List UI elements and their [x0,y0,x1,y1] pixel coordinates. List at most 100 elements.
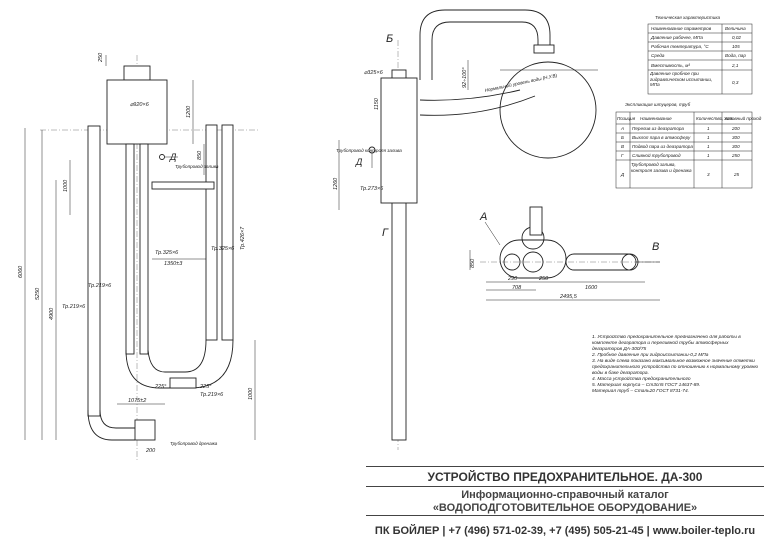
plan-body [499,239,567,279]
top-cap [123,65,151,81]
nozzle-header-dn: Условный проход [724,115,762,121]
housing-body [106,79,168,145]
overhead-arc-outer [419,9,551,80]
zaliv-valve-icon [159,154,165,160]
tech-row-value: 0,02 [732,35,741,40]
pipe-325-label: Тр.325×6 [155,250,179,256]
right-vertical-pipe-1 [205,124,218,341]
dim-225b: 225° [199,384,212,390]
nozzle-row-dn: 200 [731,126,740,131]
nozzle-row-name: Выхлоп пара в атмосферу [632,135,691,140]
tech-row-param: Рабочая температура, °С [651,44,709,49]
pipe-325-label-b: Тр.325×6 [211,246,235,252]
callout-d-front: Д [169,152,177,162]
callout-g: Г [382,227,389,239]
tech-row-value: 0,3 [732,80,739,85]
dim-1150: 1150 [374,97,380,110]
plan-top-pipe [529,206,543,236]
bottom-flange [169,377,197,389]
tech-row-param: Давление пробное при гидравлическом испы… [650,71,713,87]
dim-225a: 225° [154,384,167,390]
label-drain: Трубопровод дренажа [170,441,218,446]
nozzle-row-pos: В [621,144,624,149]
callout-b: Б [386,33,393,45]
side-housing [380,77,418,204]
dim-850: 850 [197,150,203,160]
catalog-title: Информационно-справочный каталог «ВОДОПО… [366,486,764,516]
main-title: УСТРОЙСТВО ПРЕДОХРАНИТЕЛЬНОЕ. ДА-300 [366,466,764,487]
nozzle-row-name: Трубопровод залива, контроля залива и др… [631,162,692,173]
dim-1260: 1260 [333,177,339,190]
tech-table-caption: Техническая характеристика [655,15,720,20]
title-block: УСТРОЙСТВО ПРЕДОХРАНИТЕЛЬНОЕ. ДА-300 Инф… [366,466,764,544]
nozzle-header-name: Наименование [640,116,672,121]
tech-row-value: Вода, пар [725,53,746,58]
u-bend-inner [147,339,207,373]
nozzle-row-count: 1 [707,144,710,149]
nozzle-table: Экспликация штуцеров, труб Позиция Наиме… [615,102,762,189]
catalog-line-2: «ВОДОПОДГОТОВИТЕЛЬНОЕ ОБОРУДОВАНИЕ» [432,502,698,514]
dim-1075: 1075±2 [128,398,146,404]
callout-v: В [652,241,659,253]
nozzle-row-dn: 300 [732,135,740,140]
nozzle-row-dn: 25 [733,172,740,177]
nozzle-row-name: Подвод пара из деаэратора [632,144,693,149]
dim-1200: 1200 [186,105,192,118]
tank-connector-upper [419,89,521,101]
side-view: 1260 92÷100° 1150 ⌀325×6 Тр.273×6 Б Г Д … [333,9,598,450]
dim-1000: 1000 [63,179,69,192]
dim-6060: 6060 [18,265,24,278]
phi-920-label: ⌀920×6 [130,102,150,108]
bottom-bend-outer [87,409,135,441]
dim-708: 708 [512,285,522,291]
nozzle-row-dn: 300 [732,144,740,149]
inner-pipe-left [125,143,135,355]
front-view: 250 1200 6060 5250 4900 1000 850 1000 13… [18,52,260,460]
nozzle-row-count: 1 [707,153,710,158]
tech-row-param: Среда [651,53,665,58]
nozzle-row-pos: Б [621,135,624,140]
nozzle-table-caption: Экспликация штуцеров, труб [625,102,691,107]
left-vertical-pipe [87,125,101,417]
nozzle-header-pos: Позиция [617,116,636,121]
deaerator-tank [499,61,597,159]
dim-250-plan: 250 [538,276,549,282]
overhead-flange [533,44,555,54]
tech-row-value: 2,1 [731,63,739,68]
catalog-line-1: Информационно-справочный каталог [461,489,669,501]
horizontal-connector [151,181,215,190]
label-water-level: Нормальный уровень воды (Н.У.В) [484,72,558,93]
dim-850-plan: 850 [470,258,476,268]
pipe-219-label-b: Тр.219×6 [62,304,86,310]
note-item: Материал труб – Сталь20 ГОСТ 8731-74. [592,389,689,394]
dim-250: 250 [98,52,104,63]
dim-290: 290 [507,276,518,282]
dim-1350: 1350±3 [164,261,183,267]
nozzle-row-count: 1 [707,126,710,131]
nozzle-row-dn: 250 [731,153,740,158]
note-item: 5. Материал корпуса – Ст3сп5 ГОСТ 14637-… [592,383,701,388]
notes-block: 1. Устройство предохранительное предназн… [592,335,758,394]
nozzle-row-pos: Д [620,172,625,177]
plan-center-circle [522,251,544,273]
nozzle-row-count: 3 [707,172,710,177]
pipe-426-label: Тр.426×7 [240,226,246,250]
dim-5250: 5250 [35,287,41,300]
nozzle-row-count: 1 [707,135,710,140]
tech-row-value: 105 [732,44,740,49]
callout-a: А [479,211,487,223]
note-item: 1. Устройство предохранительное предназн… [592,335,741,352]
pipe-219-label-c: Тр.219×6 [200,392,224,398]
tech-table: Техническая характеристика Наименование … [647,15,753,95]
callout-d-side: Д [355,157,363,167]
nozzle-header-count: Количество, шт. [696,116,734,121]
bottom-bend-inner [99,409,135,429]
nozzle-row-name: Перелив из деаэратора [632,126,684,131]
nozzle-row-pos: А [620,126,624,131]
pipe-273-label: Тр.273×6 [360,186,384,192]
tech-header-param: Наименование параметров [651,26,712,31]
note-item: 2. Пробное давление при гидроиспытании-0… [592,353,709,358]
drain-chamber [134,419,156,441]
plan-left-circle [503,253,521,271]
